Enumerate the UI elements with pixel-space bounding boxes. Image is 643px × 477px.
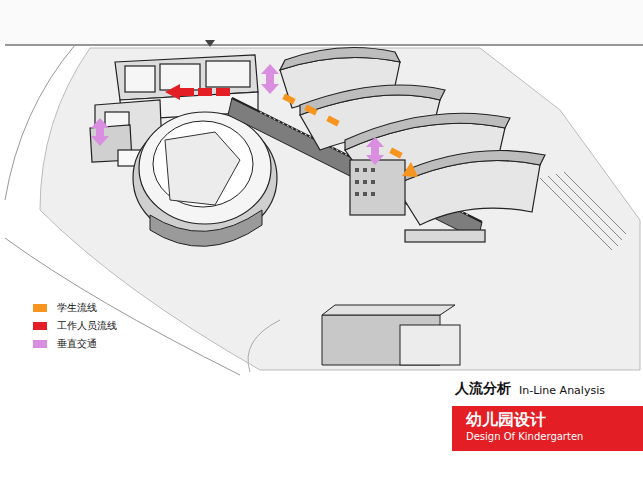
sheet-title: 人流分析 <box>455 380 511 398</box>
legend-text: 工作人员流线 <box>57 319 117 333</box>
legend-swatch <box>33 304 47 312</box>
legend-text: 学生流线 <box>57 301 97 315</box>
legend-swatch <box>33 340 47 348</box>
legend-text: 垂直交通 <box>57 337 97 351</box>
band-subheading: Design Of Kindergarten <box>466 430 643 444</box>
legend-swatch <box>33 322 47 330</box>
title-band: 幼儿园设计Design Of Kindergarten <box>449 406 643 451</box>
sheet-subtitle: In-Line Analysis <box>519 384 605 397</box>
band-heading: 幼儿园设计 <box>466 410 643 430</box>
